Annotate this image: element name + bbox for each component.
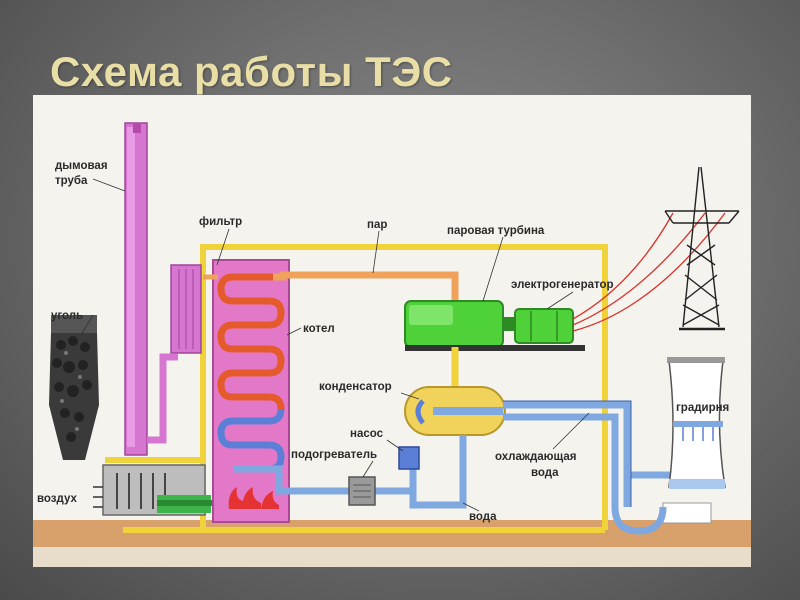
label-steam: пар [367, 219, 387, 231]
label-cooling-water-2: вода [531, 467, 559, 479]
cooling-water-pipe [503, 401, 687, 535]
label-heater: подогреватель [291, 449, 377, 461]
label-chimney-2: труба [55, 175, 88, 187]
label-chimney-1: дымовая [55, 160, 108, 172]
label-generator: электрогенератор [511, 279, 614, 291]
label-pump: насос [350, 428, 384, 440]
label-condenser: конденсатор [319, 381, 392, 393]
feed-water-pipe [233, 435, 467, 509]
slide-title: Схема работы ТЭС [50, 48, 453, 95]
label-boiler: котел [303, 323, 335, 335]
tpp-diagram: дымовая труба уголь воздух фильтр пар па… [33, 95, 751, 567]
furnace-grate [93, 464, 215, 516]
cooling-tower [667, 357, 726, 489]
cooling-water-outline [503, 400, 632, 507]
label-cooling-water-1: охлаждающая [495, 451, 576, 463]
ground [33, 502, 751, 567]
power-lines [572, 212, 726, 332]
condenser [404, 347, 506, 436]
coal-hopper [49, 315, 99, 460]
label-air: воздух [37, 493, 77, 505]
frame [105, 244, 608, 533]
pump [398, 446, 420, 470]
filter [147, 264, 202, 444]
steam-turbine [404, 300, 585, 351]
label-cooling-tower: градирня [676, 402, 729, 414]
chimney [124, 122, 148, 456]
steam-pipe [203, 271, 459, 301]
leader-lines [80, 178, 590, 512]
heater [348, 476, 376, 506]
electric-generator [514, 308, 574, 344]
label-coal: уголь [51, 310, 83, 322]
label-water: вода [469, 511, 497, 523]
label-filter: фильтр [199, 216, 242, 228]
label-turbine: паровая турбина [447, 225, 545, 237]
transmission-tower [664, 166, 740, 331]
